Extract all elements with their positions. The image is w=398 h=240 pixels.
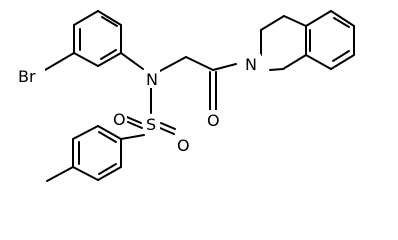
bond-lines: [44, 10, 355, 182]
atom-labels: Br N N S O O O: [16, 54, 261, 155]
carbonyl-oxygen-label: O: [207, 111, 220, 130]
sulfur-label: S: [146, 115, 156, 134]
sulfonyl-oxygen-right-label: O: [177, 136, 190, 155]
sulfonyl-oxygen-left-label: O: [113, 110, 126, 129]
molecule-structure: Br N N S O O O: [16, 10, 355, 182]
sulfonamide-nitrogen-label: N: [146, 70, 158, 89]
bromine-label: Br: [18, 67, 36, 86]
ring-nitrogen-label: N: [245, 55, 257, 74]
